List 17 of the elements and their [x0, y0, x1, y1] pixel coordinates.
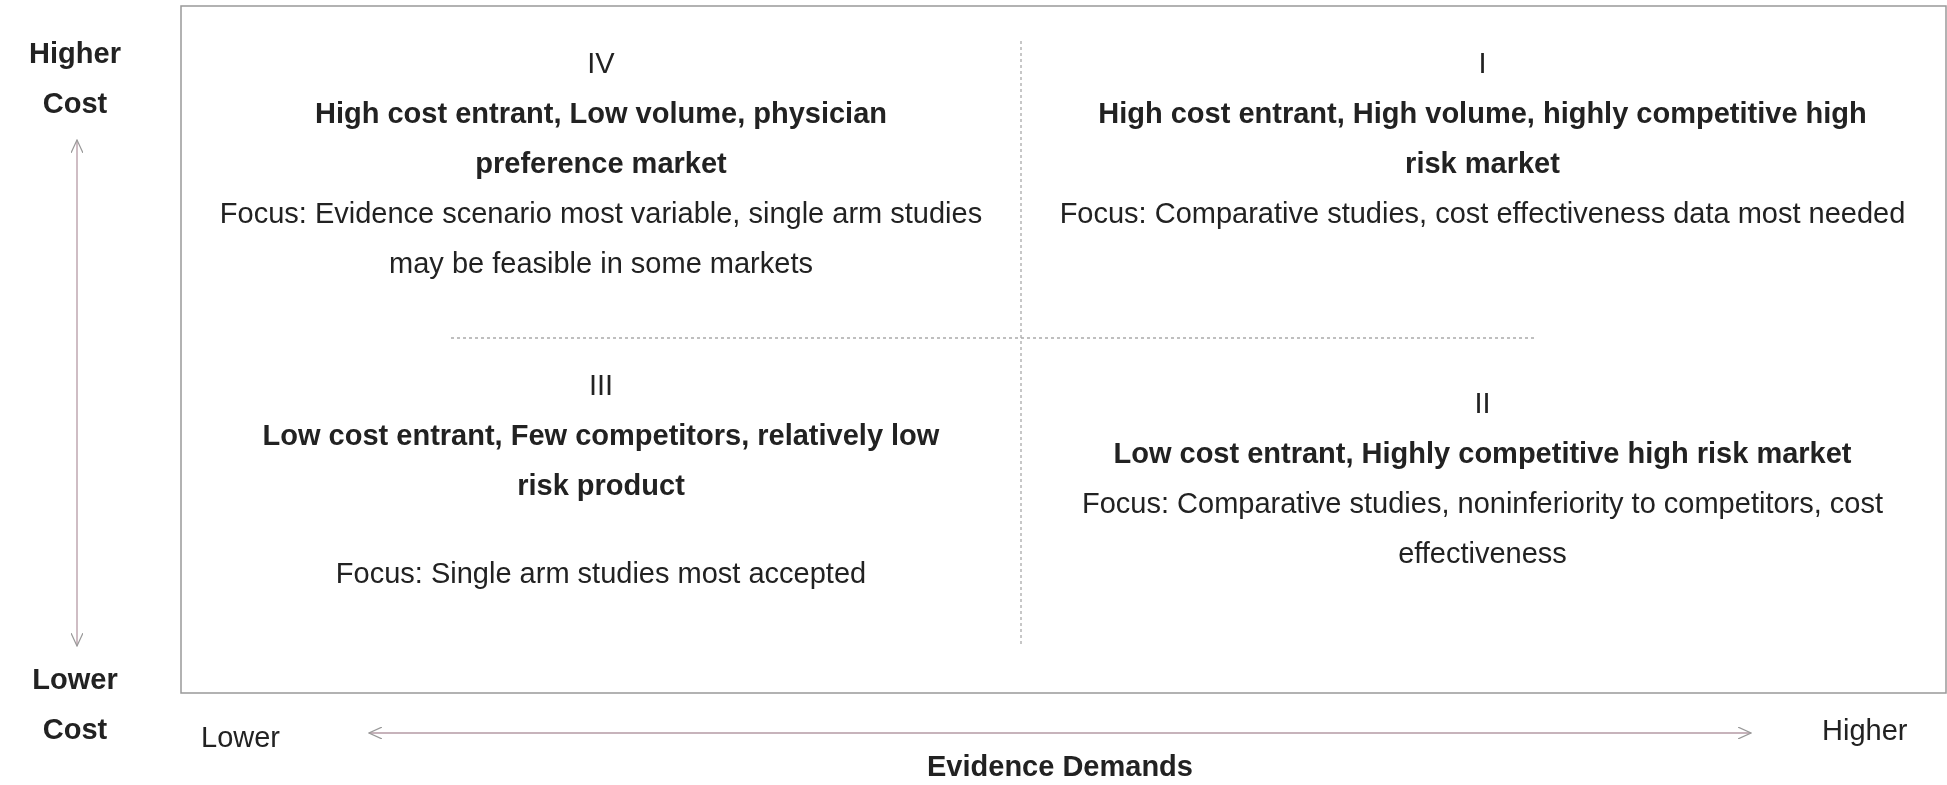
- axis-label: Higher Cost: [28, 36, 122, 121]
- axis-end-label: Higher: [1822, 713, 1908, 748]
- quadrant-heading: High cost entrant, Low volume, physician preference market: [314, 96, 888, 181]
- roman-numeral: IV: [586, 46, 616, 81]
- axis-title: Evidence Demands: [926, 749, 1194, 784]
- roman-numeral: II: [1473, 386, 1492, 421]
- focus-text: Focus: Comparative studies, noninferiority to competitors, cost effectiveness: [1080, 486, 1885, 571]
- axis-end-label: Lower: [201, 720, 280, 755]
- quadrant-heading: High cost entrant, High volume, highly competitive high risk market: [1097, 96, 1868, 181]
- quadrant-heading: Low cost entrant, Few competitors, relatively low risk product: [261, 418, 941, 503]
- axis-label: Lower Cost: [31, 662, 119, 747]
- roman-numeral: III: [587, 368, 615, 403]
- focus-text: Focus: Single arm studies most accepted: [334, 556, 868, 591]
- quadrant-heading: Low cost entrant, Highly competitive high risk market: [1112, 436, 1853, 471]
- roman-numeral: I: [1477, 46, 1488, 81]
- focus-text: Focus: Evidence scenario most variable, single arm studies may be feasible in some markets: [218, 196, 984, 281]
- focus-text: Focus: Comparative studies, cost effectiveness data most needed: [1058, 196, 1907, 231]
